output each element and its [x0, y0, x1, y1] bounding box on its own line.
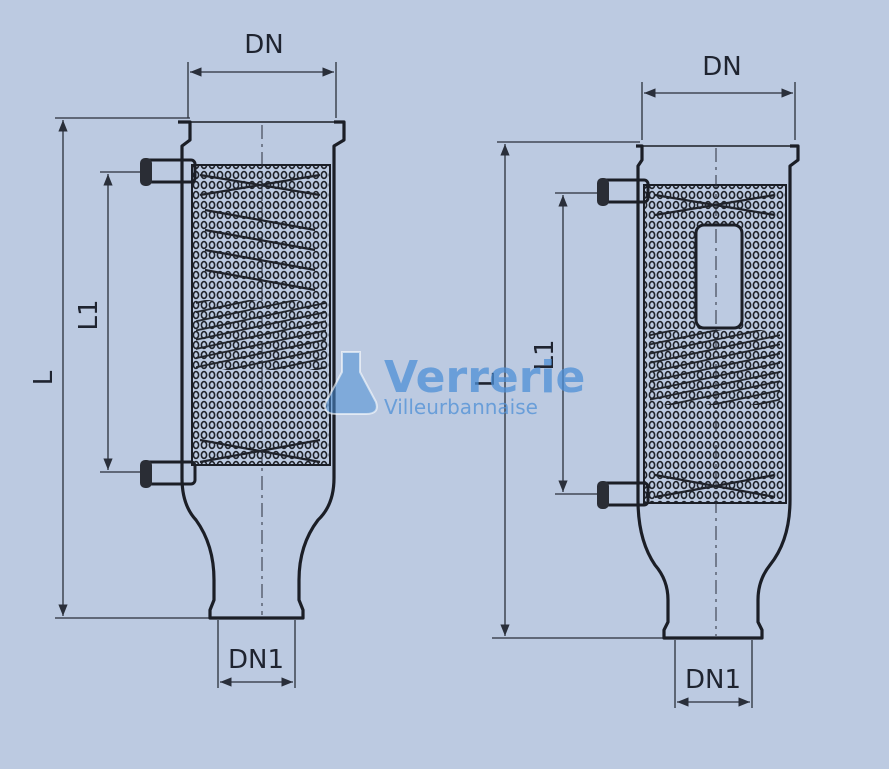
right-l1-label: L1	[530, 339, 560, 370]
right-coil-cross-lines	[654, 193, 776, 499]
left-l-label: L	[29, 370, 59, 385]
left-condenser: DN L L1 DN1	[29, 30, 346, 688]
right-dn-label: DN	[702, 52, 741, 82]
watermark-line2: Villeurbannaise	[384, 395, 538, 419]
watermark-logo: Verrerie Villeurbannaise	[324, 351, 585, 419]
left-coil-mid-band	[196, 300, 326, 370]
left-dn-label: DN	[244, 30, 283, 60]
right-condenser: DN L L1 DN1	[471, 52, 800, 708]
right-vessel-outline	[636, 144, 800, 640]
right-inner-window	[694, 223, 744, 330]
right-coil-mid-band	[650, 330, 780, 405]
right-upper-nozzle	[597, 178, 650, 206]
right-l-label: L	[471, 372, 501, 387]
left-l1-label: L1	[74, 299, 104, 330]
left-coil-cross-lines	[199, 173, 321, 464]
left-dn1-label: DN1	[228, 645, 284, 675]
left-lower-nozzle	[140, 460, 197, 488]
right-dn1-label: DN1	[685, 665, 741, 695]
right-lower-nozzle	[597, 481, 650, 509]
left-vessel-outline	[178, 120, 346, 620]
left-inner-coil	[204, 208, 316, 292]
flask-icon	[324, 351, 378, 415]
left-upper-nozzle	[140, 158, 197, 186]
watermark-line1: Verrerie	[384, 352, 585, 403]
